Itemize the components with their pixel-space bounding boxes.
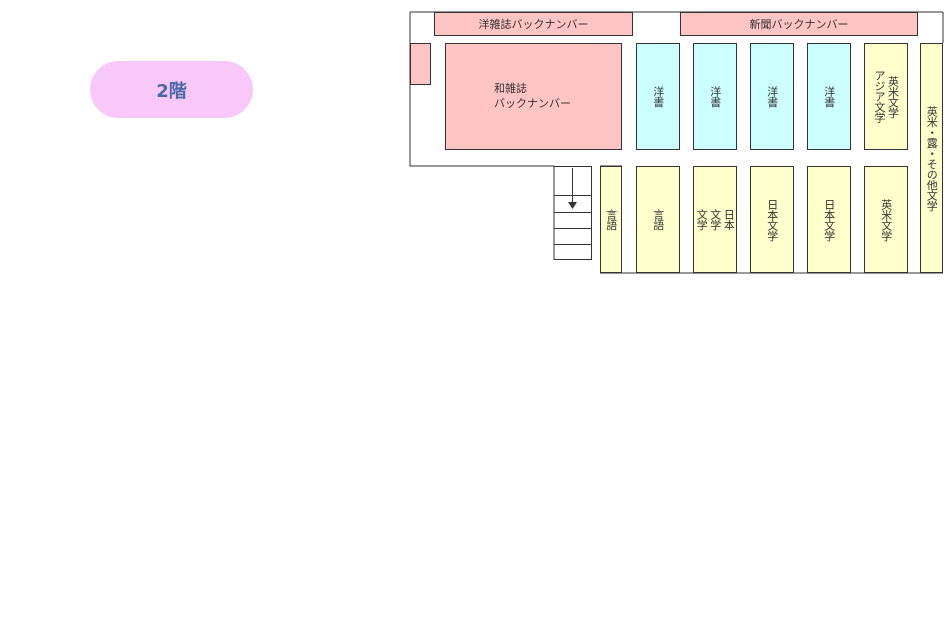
shelf-western-books-1: 洋書 [636, 43, 680, 150]
shelf-japanese-magazine-backnumber: 和雑誌 バックナンバー [445, 43, 622, 150]
shelf-western-magazine-backnumber: 洋雑誌バックナンバー [434, 12, 633, 36]
asian-lit-col2: アジア文学 [873, 70, 886, 123]
jp-lit-col1: 日本 [722, 209, 736, 230]
shelf-language-2: 言語 [636, 166, 680, 273]
shelf-japanese-literature-3: 日本文学 [807, 166, 851, 273]
jp-lit-col2: 文学 [708, 209, 722, 230]
stairs-down-arrow-icon [572, 168, 573, 204]
shelf-western-books-2: 洋書 [693, 43, 737, 150]
stairs [554, 166, 592, 260]
shelf-japanese-literature-2: 日本文学 [750, 166, 794, 273]
shelf-newspaper-backnumber: 新聞バックナンバー [680, 12, 918, 36]
jp-lit-col3: 文学 [695, 209, 709, 230]
shelf-western-books-4: 洋書 [807, 43, 851, 150]
shelf-language-1: 言語 [600, 166, 622, 273]
asian-lit-col1: 英米文学 [886, 75, 900, 118]
japanese-magazine-line1: 和雑誌 [494, 82, 527, 95]
shelf-japanese-literature-1: 日本 文学 文学 [693, 166, 737, 273]
shelf-asian-literature: 英米文学 アジア文学 [864, 43, 908, 150]
shelf-english-russian-other-literature: 英米・露・その他文学 [920, 43, 943, 273]
arrow-head-icon [568, 202, 577, 209]
floor-label: 2階 [90, 61, 253, 118]
small-pink-shelf [410, 43, 431, 85]
japanese-magazine-label: 和雑誌 バックナンバー [494, 81, 571, 111]
shelf-anglo-american-literature: 英米文学 [864, 166, 908, 273]
stairs-right-rail [591, 166, 592, 260]
shelf-western-books-3: 洋書 [750, 43, 794, 150]
japanese-magazine-line2: バックナンバー [494, 97, 571, 110]
